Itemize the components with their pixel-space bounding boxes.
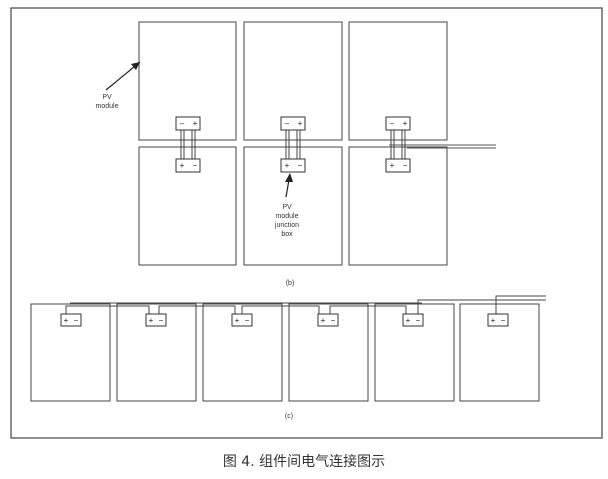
panel-b: – + + − – + + − – + + [96, 21, 496, 287]
plus-sign: + [403, 119, 408, 128]
plus-sign: + [390, 161, 395, 170]
junction-pair: – + + − [385, 116, 411, 173]
arrowhead-icon [131, 62, 140, 70]
plus-sign: + [149, 316, 154, 325]
junction-box: + − [145, 313, 167, 327]
panel-b-label: (b) [286, 280, 295, 287]
minus-sign: – [285, 119, 290, 128]
minus-sign: − [159, 316, 164, 325]
figure-caption: 图 4. 组件间电气连接图示 [223, 453, 385, 470]
junction-box: + − [60, 313, 82, 327]
pv-module [243, 21, 343, 141]
junction-pair: – + + − [280, 116, 306, 173]
minus-sign: − [193, 161, 198, 170]
junction-box: + − [231, 313, 253, 327]
plus-sign: + [406, 316, 411, 325]
junction-box: + − [487, 313, 509, 327]
plus-sign: + [64, 316, 69, 325]
junction-label-line-4: box [281, 231, 293, 238]
junction-box: + − [402, 313, 424, 327]
plus-sign: + [298, 119, 303, 128]
minus-sign: − [501, 316, 506, 325]
panel-c-label: (c) [285, 413, 293, 420]
junction-box [385, 158, 411, 173]
pv-module-callout: PV module [96, 61, 141, 110]
junction-label-line-2: module [276, 213, 299, 220]
plus-sign: + [285, 161, 290, 170]
minus-sign: – [390, 119, 395, 128]
plus-sign: + [235, 316, 240, 325]
junction-box [175, 158, 201, 173]
pv-module-label-line-1: PV [102, 94, 112, 101]
minus-sign: − [245, 316, 250, 325]
minus-sign: − [331, 316, 336, 325]
junction-label-line-3: junction [274, 222, 299, 229]
minus-sign: − [298, 161, 303, 170]
junction-box: + − [317, 313, 339, 327]
junction-box [280, 116, 306, 131]
plus-sign: + [491, 316, 496, 325]
arrowhead-icon [285, 173, 293, 182]
minus-sign: − [416, 316, 421, 325]
junction-box [280, 158, 306, 173]
string-wiring [65, 295, 546, 314]
junction-box [385, 116, 411, 131]
pv-module-label-line-2: module [96, 103, 119, 110]
junction-box [175, 116, 201, 131]
panel-c: + − + − + − + − + − + − (c) [30, 295, 546, 420]
minus-sign: – [180, 119, 185, 128]
minus-sign: − [403, 161, 408, 170]
junction-pair: – + + − [175, 116, 201, 173]
plus-sign: + [180, 161, 185, 170]
minus-sign: − [74, 316, 79, 325]
junction-label-line-1: PV [282, 204, 292, 211]
plus-sign: + [321, 316, 326, 325]
plus-sign: + [193, 119, 198, 128]
junction-box-callout: PV module junction box [274, 173, 299, 238]
